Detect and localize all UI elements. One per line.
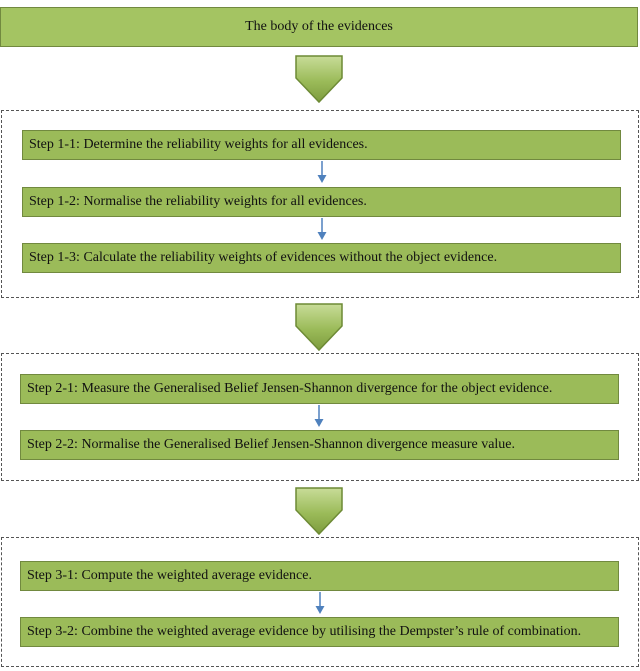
step-2-2-box: Step 2-2: Normalise the Generalised Beli… <box>20 430 619 460</box>
step-3-2-label: Step 3-2: Combine the weighted average e… <box>27 623 582 639</box>
arrow-down-icon <box>317 218 327 240</box>
step-3-2-box: Step 3-2: Combine the weighted average e… <box>20 617 619 647</box>
stage-1-group <box>1 110 639 298</box>
step-1-3-label: Step 1-3: Calculate the reliability weig… <box>29 249 498 265</box>
step-1-1-label: Step 1-1: Determine the reliability weig… <box>29 136 368 152</box>
step-1-2-label: Step 1-2: Normalise the reliability weig… <box>29 193 367 209</box>
step-2-2-label: Step 2-2: Normalise the Generalised Beli… <box>27 436 516 452</box>
evidence-body-box: The body of the evidences <box>0 7 638 47</box>
arrow-down-icon <box>317 161 327 183</box>
step-1-2-box: Step 1-2: Normalise the reliability weig… <box>22 187 621 217</box>
step-2-1-label: Step 2-1: Measure the Generalised Belief… <box>27 380 553 396</box>
stage-2-group <box>1 353 639 481</box>
step-3-1-box: Step 3-1: Compute the weighted average e… <box>20 561 619 591</box>
chevron-down-icon <box>295 487 343 536</box>
evidence-body-label: The body of the evidences <box>245 18 393 34</box>
arrow-down-icon <box>315 592 325 614</box>
step-1-1-box: Step 1-1: Determine the reliability weig… <box>22 130 621 160</box>
step-2-1-box: Step 2-1: Measure the Generalised Belief… <box>20 374 619 404</box>
arrow-down-icon <box>314 405 324 427</box>
chevron-down-icon <box>295 303 343 352</box>
step-3-1-label: Step 3-1: Compute the weighted average e… <box>27 567 312 583</box>
step-1-3-box: Step 1-3: Calculate the reliability weig… <box>22 243 621 273</box>
chevron-down-icon <box>295 55 343 104</box>
stage-3-group <box>1 537 639 667</box>
